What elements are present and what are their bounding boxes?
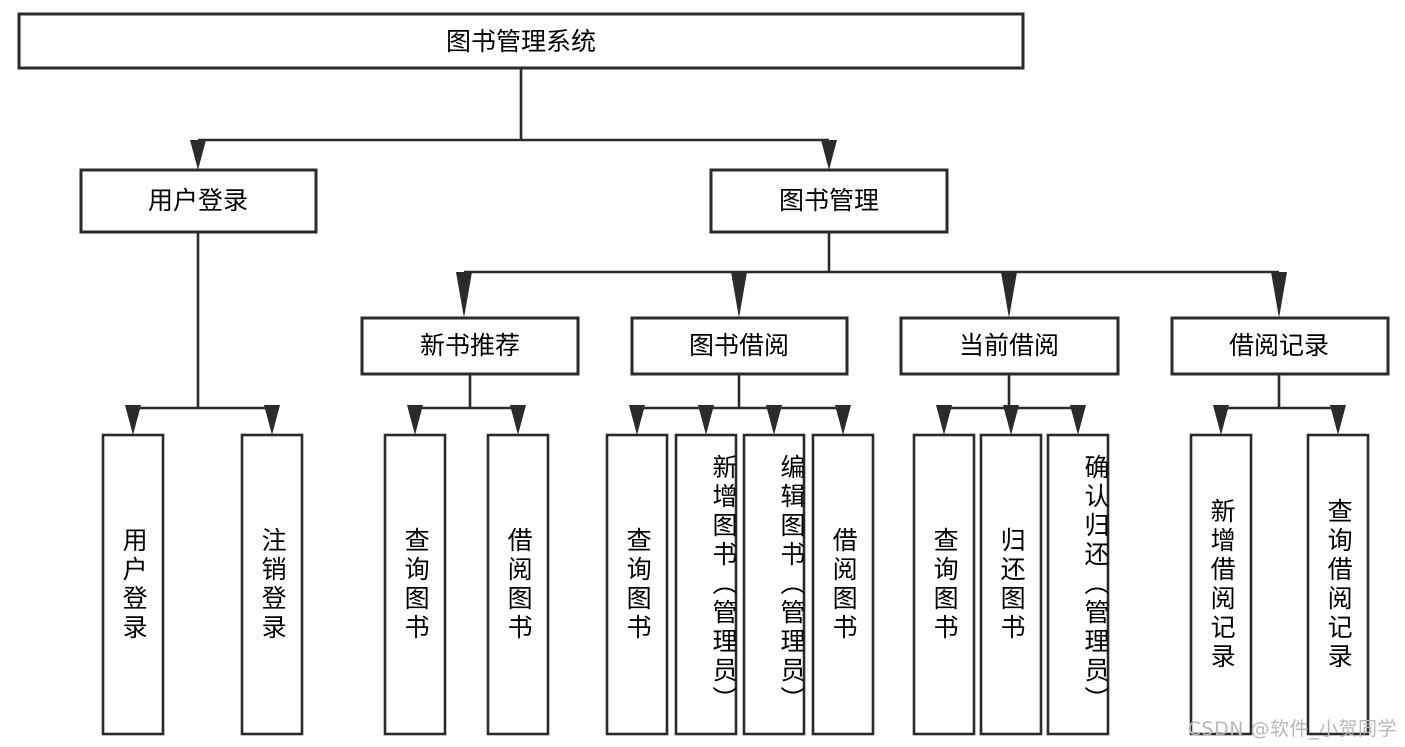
connector-group-current-borrow-to-leaves: [936, 374, 1086, 435]
arrow-head-to-current-borrow: [1001, 272, 1017, 318]
node-borrow-record-label: 借阅记录: [1229, 331, 1329, 360]
node-current-borrow-box[interactable]: [899, 316, 1120, 376]
arrow-head-to-leaf-br-query: [1330, 405, 1346, 435]
arrow-head-to-leaf-cb-return: [1003, 405, 1019, 435]
arrow-head-to-borrow-record: [1271, 272, 1287, 318]
node-user-login-label: 用户登录: [148, 186, 248, 215]
leaf-box-user-login[interactable]: [101, 433, 165, 736]
arrow-head-to-leaf-bb-query: [629, 405, 645, 435]
leaf-box-logout[interactable]: [240, 433, 304, 736]
leaf-boxes-user-login: [101, 433, 304, 736]
arrow-head-to-user-login: [190, 140, 206, 170]
node-borrow-record-box[interactable]: [1170, 316, 1390, 376]
arrow-head-to-leaf-bb-add: [698, 405, 714, 435]
csdn-watermark: CSDN @软件_小贺同学: [1187, 718, 1397, 740]
node-root-box[interactable]: [17, 12, 1025, 70]
arrow-head-to-leaf-logout: [264, 405, 280, 435]
leaf-box-bb-query-book[interactable]: [605, 433, 669, 736]
leaf-boxes-borrow-record: [1189, 433, 1370, 736]
leaf-boxes-book-borrow: [605, 433, 875, 736]
leaf-box-cb-return-book[interactable]: [979, 433, 1043, 736]
arrow-head-to-leaf-cb-confirm: [1070, 405, 1086, 435]
node-book-borrow[interactable]: 图书借阅: [630, 316, 849, 376]
node-new-book-recommend[interactable]: 新书推荐: [360, 316, 580, 376]
connector-group-new-book-recommend-to-leaves: [407, 374, 526, 435]
leaf-box-br-query-record[interactable]: [1306, 433, 1370, 736]
node-user-login[interactable]: 用户登录: [79, 168, 318, 234]
node-root-label: 图书管理系统: [446, 27, 596, 56]
arrow-head-to-leaf-bb-borrow: [835, 405, 851, 435]
leaf-box-br-add-record[interactable]: [1189, 433, 1253, 736]
leaf-box-cb-query-book[interactable]: [912, 433, 976, 736]
leaf-box-bb-edit-book-admin[interactable]: [742, 433, 806, 736]
node-book-management-label: 图书管理: [779, 186, 879, 215]
arrow-head-to-book-borrow: [731, 272, 747, 318]
arrow-head-to-new-book-recommend: [456, 272, 472, 318]
node-current-borrow-label: 当前借阅: [959, 331, 1059, 360]
arrow-head-to-leaf-nbr-query: [407, 405, 423, 435]
node-book-management-box[interactable]: [709, 168, 949, 234]
leaf-box-cb-confirm-return-admin[interactable]: [1046, 433, 1110, 736]
connector-group-borrow-record-to-leaves: [1213, 374, 1346, 435]
node-current-borrow[interactable]: 当前借阅: [899, 316, 1120, 376]
node-book-borrow-label: 图书借阅: [689, 331, 789, 360]
node-borrow-record[interactable]: 借阅记录: [1170, 316, 1390, 376]
leaf-box-nbr-borrow-book[interactable]: [486, 433, 550, 736]
node-root-book-management-system[interactable]: 图书管理系统: [17, 12, 1025, 70]
node-book-borrow-box[interactable]: [630, 316, 849, 376]
arrow-head-to-leaf-nbr-borrow: [510, 405, 526, 435]
leaf-box-bb-add-book-admin[interactable]: [674, 433, 738, 736]
leaf-box-bb-borrow-book[interactable]: [811, 433, 875, 736]
connector-group-book-borrow-to-leaves: [629, 374, 851, 435]
leaf-boxes-current-borrow: [912, 433, 1110, 736]
node-new-book-recommend-label: 新书推荐: [420, 331, 520, 360]
node-book-management[interactable]: 图书管理: [709, 168, 949, 234]
arrow-head-to-leaf-bb-edit: [766, 405, 782, 435]
node-user-login-box[interactable]: [79, 168, 318, 234]
node-new-book-recommend-box[interactable]: [360, 316, 580, 376]
arrow-head-to-leaf-user-login: [125, 405, 141, 435]
leaf-box-nbr-query-book[interactable]: [383, 433, 447, 736]
arrow-head-to-book-management: [821, 140, 837, 170]
leaf-boxes-new-book-recommend: [383, 433, 550, 736]
connector-group-root-to-level2: [190, 68, 837, 170]
arrow-head-to-leaf-br-add: [1213, 405, 1229, 435]
connector-group-book-management-to-level3: [456, 232, 1287, 318]
arrow-head-to-leaf-cb-query: [936, 405, 952, 435]
connector-group-user-login-to-leaves: [125, 232, 280, 435]
